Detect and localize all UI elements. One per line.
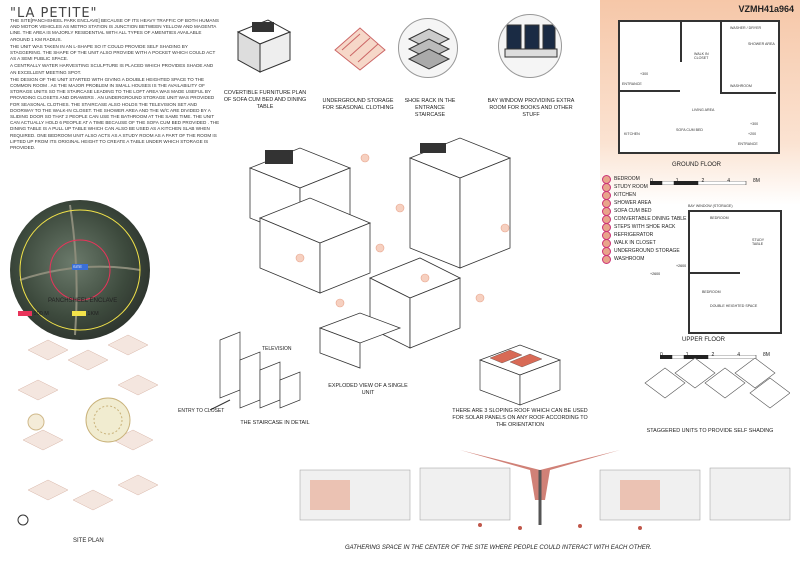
upper-floor-title: UPPER FLOOR [682, 337, 726, 343]
scale-label: 1 [675, 178, 679, 184]
room-label: SHOWER AREA [748, 42, 775, 46]
upper-floor-scale-bar [660, 346, 770, 360]
description-paragraph: THE SITE[PANCHSHEEL PARK ENCLAVE] BECAUS… [10, 18, 219, 42]
ground-floor-scale-labels: 0 1 2 4 8M [650, 178, 760, 184]
description-paragraph: A CENTRALLY WATER HARVESTING SCULPTURE I… [10, 63, 214, 75]
sofa-bed-inset-graphic [228, 12, 298, 82]
room-label: STUDY TABLE [752, 238, 765, 246]
level-label: +300 [750, 122, 759, 126]
scale-label: 1 [685, 352, 689, 358]
room-label: BEDROOM [702, 290, 721, 294]
room-label: WASHROOM [730, 84, 752, 88]
site-plan: SITE PLAN [8, 330, 163, 544]
scale-label: 2 [711, 352, 715, 358]
room-label: DOUBLE HEIGHTED SPACE [710, 304, 758, 308]
shoe-rack-inset [398, 18, 458, 78]
legend-item: BEDROOM [602, 174, 702, 184]
scale-label: 4 [727, 178, 731, 184]
scale-label: 8M [763, 352, 770, 358]
room-legend: BEDROOM STUDY ROOM KITCHEN SHOWER AREA S… [602, 174, 702, 264]
site-plan-caption: SITE PLAN [73, 538, 104, 544]
sofa-bed-caption: COVERTIBLE FURNITURE PLAN OF SOFA CUM BE… [223, 90, 307, 110]
room-label: WALK IN CLOSET [694, 52, 709, 60]
room-label: ENTRANCE [738, 142, 758, 146]
roof-caption: THERE ARE 3 SLOPING ROOF WHICH CAN BE US… [452, 408, 588, 428]
staircase-drawing [200, 320, 320, 415]
bay-window-caption: BAY WINDOW PROVIDING EXTRA ROOM FOR BOOK… [487, 98, 575, 118]
bay-window-inset [498, 14, 562, 78]
level-label: +2600 [650, 272, 661, 276]
room-label: SOFA CUM BED [676, 128, 703, 132]
legend-item: SOFA CUM BED [602, 206, 702, 216]
radius-legend: 500 M 1KM [18, 311, 99, 317]
level-label: +200 [748, 132, 757, 136]
gathering-space-drawing [290, 440, 800, 550]
room-label: LIVING AREA [692, 108, 715, 112]
ground-floor-plan: WASHER / DRYER SHOWER AREA WALK IN CLOSE… [618, 20, 780, 154]
level-label: +300 [640, 72, 649, 76]
legend-item: REFRIGERATOR [602, 230, 702, 240]
scale-label: 0 [660, 352, 663, 358]
legend-item: UNDERGROUND STORAGE [602, 246, 702, 256]
description-text: THE SITE[PANCHSHEEL PARK ENCLAVE] BECAUS… [10, 18, 220, 152]
legend-item: WASHROOM [602, 254, 702, 264]
room-label: WASHER / DRYER [730, 26, 762, 30]
map-roads-graphic [19, 204, 141, 336]
roof-unit-drawing [470, 330, 580, 410]
upper-floor-plan: BAY WINDOW (STORAGE) BEDROOM STUDY TABLE… [688, 204, 782, 334]
upper-floor-scale-labels: 0 1 2 4 8M [660, 352, 770, 358]
radius-500-swatch [18, 311, 32, 317]
legend-item: WALK IN CLOSET [602, 238, 702, 248]
scale-label: 8M [753, 178, 760, 184]
site-plan-graphic [17, 334, 159, 526]
underground-storage-inset-graphic [330, 20, 390, 75]
scale-label: 0 [650, 178, 653, 184]
page-title: "LA PETITE" [10, 6, 98, 21]
exploded-view-drawing [220, 118, 590, 388]
radius-500-label: 500 M [33, 311, 49, 317]
site-name: PANCHSHEEL ENCLAVE [48, 298, 118, 304]
scale-label: 4 [737, 352, 741, 358]
entry-closet-label: ENTRY TO CLOSET [178, 408, 225, 414]
legend-item: KITCHEN [602, 190, 702, 200]
level-label: +2600 [676, 264, 687, 268]
legend-item: CONVERTABLE DINING TABLE [602, 214, 702, 224]
radius-1km-label: 1KM [87, 311, 99, 317]
room-label: KITCHEN [624, 132, 640, 136]
description-paragraph: THE DESIGN OF THE UNIT STARTED WITH GIVI… [10, 76, 220, 151]
television-label: TELEVISION [262, 346, 292, 352]
shoe-rack-caption: SHOE RACK IN THE ENTRANCE STAIRCASE [404, 98, 456, 118]
ground-floor-title: GROUND FLOOR [672, 162, 722, 168]
gathering-caption: GATHERING SPACE IN THE CENTER OF THE SIT… [345, 545, 652, 551]
site-marker-label: SITE [73, 264, 82, 269]
legend-icon [602, 254, 611, 264]
description-paragraph: THE UNIT WAS TAKEN IN AN L-SHAPE SO IT C… [10, 43, 216, 62]
legend-item: STEPS WITH SHOE RACK [602, 222, 702, 232]
underground-storage-caption: UNDERGROUND STORAGE FOR SEASONAL CLOTHIN… [322, 98, 394, 111]
sheet-code: VZMH41a964 [738, 4, 794, 14]
scale-label: 2 [701, 178, 705, 184]
site-satellite-map: SITE [10, 200, 150, 340]
staggered-units-drawing [640, 357, 791, 418]
room-label: ENTRANCE [622, 82, 642, 86]
legend-item: SHOWER AREA [602, 198, 702, 208]
legend-item: STUDY ROOM [602, 182, 702, 192]
staircase-caption: THE STAIRCASE IN DETAIL [240, 420, 310, 426]
room-label: BEDROOM [710, 216, 729, 220]
exploded-view-caption: EXPLODED VIEW OF A SINGLE UNIT [328, 383, 408, 396]
staggered-caption: STAGGERED UNITS TO PROVIDE SELF SHADING [646, 428, 774, 434]
radius-1km-swatch [71, 311, 86, 317]
room-label: BAY WINDOW (STORAGE) [688, 204, 733, 208]
